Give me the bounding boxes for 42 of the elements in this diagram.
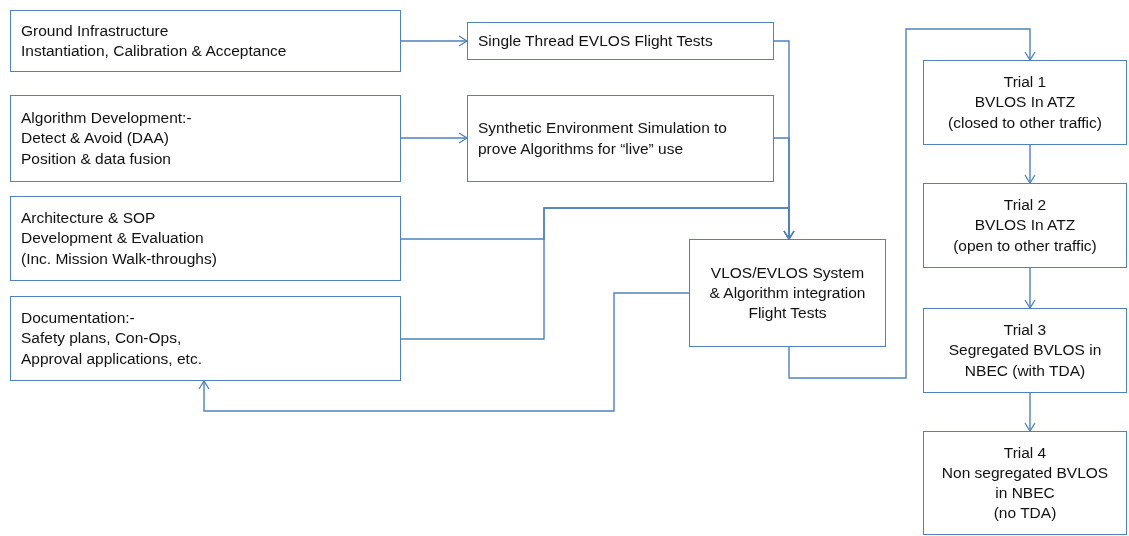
box-heading: Trial 2: [1003, 195, 1047, 216]
box-text: Detect & Avoid (DAA): [21, 128, 169, 149]
box-text: (open to other traffic): [953, 235, 1097, 256]
process-box: [923, 431, 1127, 535]
process-box: [923, 60, 1127, 145]
box-heading: Architecture & SOP Development & Evaluation: [21, 208, 205, 249]
box-text: (closed to other traffic): [948, 112, 1102, 133]
arrow: [1024, 267, 1036, 309]
box-heading: Documentation:-: [21, 308, 135, 329]
box-text: (no TDA): [993, 503, 1057, 524]
process-box: [10, 196, 401, 281]
process-box: [467, 95, 774, 182]
box-text: BVLOS In ATZ: [974, 215, 1076, 236]
arrow: [788, 28, 1036, 379]
arrow: [1024, 392, 1036, 432]
box-text: Segregated BVLOS in NBEC (with TDA): [947, 340, 1103, 381]
box-text: Single Thread EVLOS Flight Tests: [478, 30, 713, 51]
box-text: Safety plans, Con-Ops, Approval applications, etc.: [21, 328, 203, 369]
box-text: Position & data fusion: [21, 148, 171, 169]
box-text: VLOS/EVLOS System & Algorithm integration Flight Tests: [708, 262, 867, 324]
box-heading: Trial 1: [1003, 72, 1047, 93]
process-box: [923, 183, 1127, 268]
arrow: [400, 35, 468, 47]
arrow: [400, 207, 795, 340]
box-text: (Inc. Mission Walk-throughs): [21, 248, 217, 269]
process-box: [689, 239, 886, 347]
box-heading: Trial 4: [1003, 442, 1047, 463]
process-box: [923, 308, 1127, 393]
process-box: [10, 296, 401, 381]
box-text: Synthetic Environment Simulation to prove Algorithms for “live” use: [478, 118, 728, 159]
process-box: [10, 95, 401, 182]
box-text: Non segregated BVLOS in NBEC: [940, 462, 1110, 503]
process-box: [10, 10, 401, 72]
process-box: [467, 22, 774, 60]
arrow: [1024, 144, 1036, 184]
box-heading: Ground Infrastructure: [21, 20, 169, 41]
arrow: [400, 132, 468, 144]
box-text: Instantiation, Calibration & Acceptance: [21, 41, 287, 61]
box-heading: Algorithm Development:-: [21, 108, 192, 129]
box-heading: Trial 3: [1003, 320, 1047, 341]
arrow: [198, 292, 690, 412]
box-text: BVLOS In ATZ: [974, 92, 1076, 113]
